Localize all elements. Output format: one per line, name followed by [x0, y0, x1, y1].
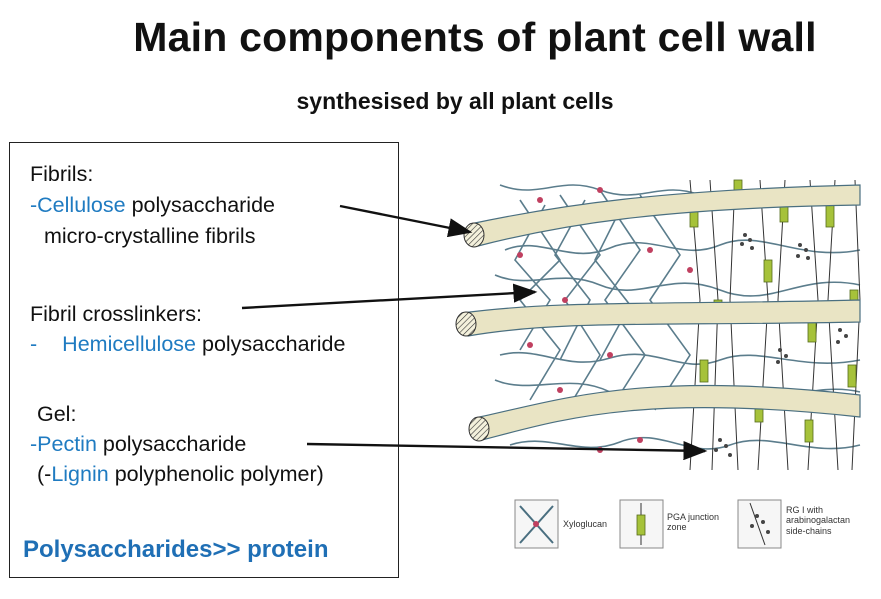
- cellulose-desc: polysaccharide: [125, 193, 275, 217]
- arrow-cellulose: [339, 204, 473, 238]
- legend-xyloglucan: Xyloglucan: [563, 519, 608, 529]
- gel-heading: Gel:: [37, 402, 77, 426]
- slide-subtitle: synthesised by all plant cells: [296, 88, 614, 114]
- arrow-pectin: [306, 441, 708, 461]
- pectin-term: -Pectin: [30, 432, 97, 456]
- legend-pga-label: PGA junction zone: [667, 512, 719, 533]
- cellulose-fibrils: [455, 184, 861, 442]
- legend-pga-line1: PGA junction: [667, 512, 720, 522]
- rg-clusters: [714, 233, 848, 457]
- lignin-term: Lignin: [51, 462, 109, 486]
- lignin-desc: polyphenolic polymer): [108, 462, 324, 486]
- legend-rg-line1: RG I with: [786, 505, 824, 515]
- pointer-arrows: [241, 204, 708, 461]
- cellulose-detail: micro-crystalline fibrils: [44, 224, 256, 248]
- lignin-open: (-: [37, 462, 52, 486]
- legend-rg-line3: side-chains: [786, 525, 832, 536]
- hemicellulose-line: -Hemicellulose polysaccharide: [30, 332, 346, 356]
- components-box: [9, 142, 399, 578]
- hemicellulose-dash: -: [30, 332, 38, 356]
- fibrils-heading: Fibrils:: [30, 162, 94, 186]
- arrow-hemicellulose: [241, 283, 538, 310]
- slide-title: Main components of plant cell wall: [133, 14, 817, 60]
- hemicellulose-term: Hemicellulose: [62, 332, 197, 356]
- lignin-line: (-Lignin polyphenolic polymer): [37, 462, 324, 486]
- legend-icons: [514, 499, 782, 549]
- legend-pga-line2: zone: [667, 522, 687, 533]
- pectin-desc: polysaccharide: [96, 432, 247, 456]
- cellulose-term: -Cellulose: [30, 193, 126, 217]
- hemicellulose-desc: polysaccharide: [196, 332, 346, 356]
- summary-footer: Polysaccharides>> protein: [23, 536, 329, 563]
- legend-rg-line2: arabinogalactan: [786, 515, 851, 526]
- pectin-strands: [689, 179, 861, 471]
- crosslinkers-heading: Fibril crosslinkers:: [30, 302, 203, 326]
- crosslink-knots: [517, 187, 693, 453]
- cellulose-line: -Cellulose polysaccharide: [30, 193, 275, 217]
- pectin-line: -Pectin polysaccharide: [30, 432, 247, 456]
- legend-rg-label: RG I with arabinogalactan side-chains: [786, 505, 850, 536]
